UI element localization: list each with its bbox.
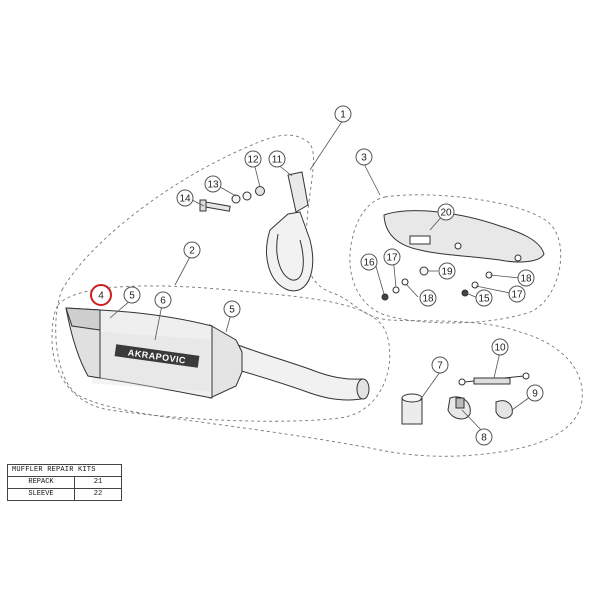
svg-text:3: 3 bbox=[361, 153, 367, 164]
callout-11: 11 bbox=[268, 150, 286, 168]
carbon-tip bbox=[65, 307, 101, 331]
svg-text:11: 11 bbox=[272, 155, 283, 166]
washer-17b bbox=[471, 281, 479, 289]
svg-text:15: 15 bbox=[478, 294, 490, 305]
callout-2: 2 bbox=[183, 241, 201, 259]
repair-kits-table: MUFFLER REPAIR KITS REPACK 21 SLEEVE 22 bbox=[7, 464, 122, 501]
kit-number-sleeve: 22 bbox=[74, 488, 122, 501]
svg-text:10: 10 bbox=[494, 343, 506, 354]
clamp-8 bbox=[447, 396, 471, 420]
svg-text:16: 16 bbox=[363, 258, 375, 269]
svg-text:19: 19 bbox=[441, 267, 453, 278]
svg-text:5: 5 bbox=[129, 291, 135, 302]
sleeve-clamp-7 bbox=[401, 393, 423, 425]
callout-18-right: 18 bbox=[517, 269, 535, 287]
washer-17a bbox=[392, 286, 400, 294]
spring-hook-9 bbox=[495, 400, 513, 419]
kit-name-repack: REPACK bbox=[7, 476, 75, 489]
screw-16 bbox=[381, 293, 389, 301]
bolt-14 bbox=[199, 199, 231, 212]
callout-5-rear: 5 bbox=[223, 300, 241, 318]
callout-19: 19 bbox=[438, 262, 456, 280]
callout-8: 8 bbox=[475, 428, 493, 446]
callout-17-left: 17 bbox=[383, 248, 401, 266]
callout-10: 10 bbox=[491, 338, 509, 356]
callout-14: 14 bbox=[176, 189, 194, 207]
highlight-ring bbox=[90, 284, 112, 306]
svg-text:20: 20 bbox=[440, 208, 452, 219]
callout-1: 1 bbox=[334, 105, 352, 123]
repair-kits-header-row: MUFFLER REPAIR KITS bbox=[7, 464, 122, 477]
svg-text:5: 5 bbox=[229, 305, 235, 316]
hanger-bracket bbox=[266, 171, 314, 292]
washer-18a bbox=[401, 278, 409, 286]
svg-text:18: 18 bbox=[422, 294, 434, 305]
svg-text:6: 6 bbox=[160, 296, 166, 307]
callout-5-front: 5 bbox=[123, 286, 141, 304]
callout-16: 16 bbox=[360, 253, 378, 271]
svg-text:4: 4 bbox=[98, 291, 104, 302]
nut-12 bbox=[255, 186, 265, 196]
callout-3: 3 bbox=[355, 148, 373, 166]
callout-9: 9 bbox=[526, 384, 544, 402]
svg-text:17: 17 bbox=[386, 253, 398, 264]
table-row: SLEEVE 22 bbox=[7, 488, 122, 501]
callout-13: 13 bbox=[204, 175, 222, 193]
callout-12: 12 bbox=[244, 150, 262, 168]
callout-15: 15 bbox=[475, 289, 493, 307]
table-row: REPACK 21 bbox=[7, 476, 122, 489]
assembly-outline-main bbox=[55, 134, 583, 457]
svg-text:8: 8 bbox=[481, 433, 487, 444]
kit-number-repack: 21 bbox=[74, 476, 122, 489]
grommet-19 bbox=[419, 266, 429, 276]
svg-text:13: 13 bbox=[207, 180, 219, 191]
kit-name-sleeve: SLEEVE bbox=[7, 488, 75, 501]
svg-text:7: 7 bbox=[437, 361, 443, 372]
heat-shield bbox=[383, 210, 545, 263]
leader-lines bbox=[109, 119, 531, 433]
callout-6: 6 bbox=[154, 291, 172, 309]
screw-15 bbox=[461, 289, 469, 297]
repair-kits-title: MUFFLER REPAIR KITS bbox=[7, 464, 122, 477]
link-pipe bbox=[237, 344, 367, 401]
pipe-inlet bbox=[356, 378, 370, 400]
callout-20: 20 bbox=[437, 203, 455, 221]
svg-text:1: 1 bbox=[340, 110, 346, 121]
callout-17-right: 17 bbox=[508, 285, 526, 303]
svg-text:18: 18 bbox=[520, 274, 532, 285]
svg-text:14: 14 bbox=[179, 194, 191, 205]
washer-13b bbox=[242, 191, 252, 201]
rear-end-cap bbox=[209, 324, 243, 399]
callout-4-highlighted: 4 bbox=[90, 284, 112, 306]
callout-18-left: 18 bbox=[419, 289, 437, 307]
muffler-assembly: AKRAPOVIC bbox=[65, 307, 370, 401]
svg-text:2: 2 bbox=[189, 246, 195, 257]
svg-text:9: 9 bbox=[532, 389, 538, 400]
spring-10 bbox=[458, 372, 530, 386]
svg-text:17: 17 bbox=[511, 290, 523, 301]
svg-text:12: 12 bbox=[247, 155, 259, 166]
callout-7: 7 bbox=[431, 356, 449, 374]
washer-13 bbox=[231, 194, 241, 204]
